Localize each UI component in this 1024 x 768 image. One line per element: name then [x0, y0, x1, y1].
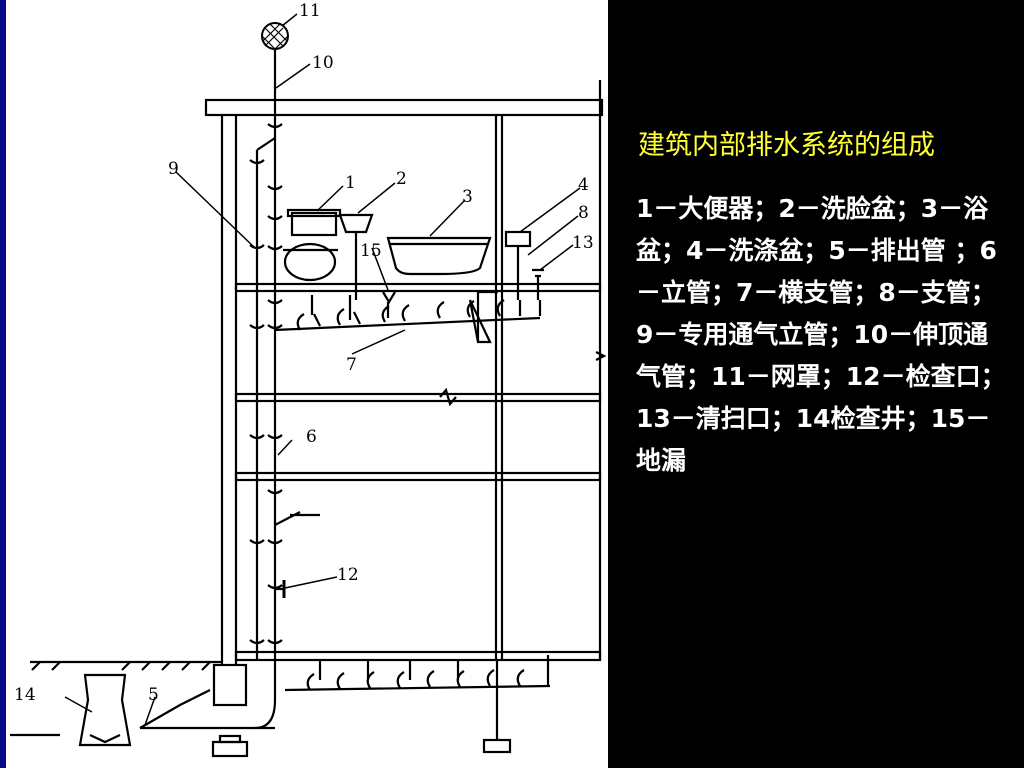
floor-slab-3 — [234, 282, 602, 293]
outlet-branch — [139, 689, 211, 729]
left-accent-bar — [0, 0, 6, 768]
legend-title: 建筑内部排水系统的组成 — [638, 130, 935, 161]
label-10: 10 — [312, 53, 334, 73]
lower-collector — [284, 684, 551, 692]
inspection-well — [78, 673, 132, 747]
bathtub — [386, 236, 492, 276]
legend-panel: 建筑内部排水系统的组成 1－大便器；2－洗脸盆；3－浴盆；4－洗涤盆；5－排出管… — [608, 0, 1024, 768]
wall-foundation — [212, 663, 248, 707]
label-13: 13 — [572, 233, 594, 253]
inspection-well-bottom — [89, 734, 121, 744]
drainage-diagram: 11 10 9 1 2 3 4 8 13 15 7 6 12 14 5 — [6, 0, 608, 768]
building-drain-bend — [254, 699, 277, 730]
label-7: 7 — [346, 355, 357, 375]
drainage-diagram-svg: 11 10 9 1 2 3 4 8 13 15 7 6 12 14 5 — [10, 1, 607, 758]
floor-slab-1 — [234, 471, 602, 482]
label-14: 14 — [14, 685, 36, 705]
label-12: 12 — [337, 565, 359, 585]
vent-screen-hatch — [261, 23, 289, 51]
toilet-bowl — [283, 242, 337, 282]
label-9: 9 — [168, 159, 179, 179]
leader-lines — [64, 13, 581, 726]
lower-drops — [318, 655, 550, 685]
label-1: 1 — [345, 173, 356, 193]
label-2: 2 — [396, 169, 407, 189]
label-8: 8 — [578, 203, 589, 223]
label-4: 4 — [578, 175, 589, 195]
floor-slab-2 — [234, 392, 602, 403]
stack-joints — [249, 123, 283, 645]
label-15: 15 — [360, 241, 382, 261]
floor-drain — [382, 291, 396, 305]
horizontal-branch — [274, 316, 541, 332]
stack-base — [211, 740, 249, 758]
roof-slab — [204, 98, 604, 117]
ground-hatch — [31, 661, 211, 671]
break-mark-wall — [595, 351, 607, 361]
label-11: 11 — [299, 1, 321, 21]
stack-base-top — [218, 734, 242, 744]
branch-fittings — [296, 299, 505, 331]
branch-drops — [310, 290, 542, 342]
cleanout — [532, 268, 544, 300]
label-3: 3 — [462, 187, 473, 207]
label-6: 6 — [306, 427, 317, 447]
toilet-tank-lid — [286, 208, 342, 218]
side-branch-stub — [274, 511, 320, 526]
toilet-tank — [290, 211, 338, 237]
label-5: 5 — [148, 685, 159, 705]
bathtub-trap — [468, 299, 492, 344]
legend-text: 1－大便器；2－洗脸盆；3－浴盆；4－洗涤盆；5－排出管 ；6－立管；7－横支管… — [636, 194, 1006, 475]
ground-floor-slab — [234, 650, 602, 662]
wash-basin — [338, 213, 374, 234]
break-mark — [439, 387, 457, 407]
column-base — [482, 738, 512, 754]
kitchen-sink — [504, 230, 532, 248]
vent-connector — [256, 137, 276, 151]
